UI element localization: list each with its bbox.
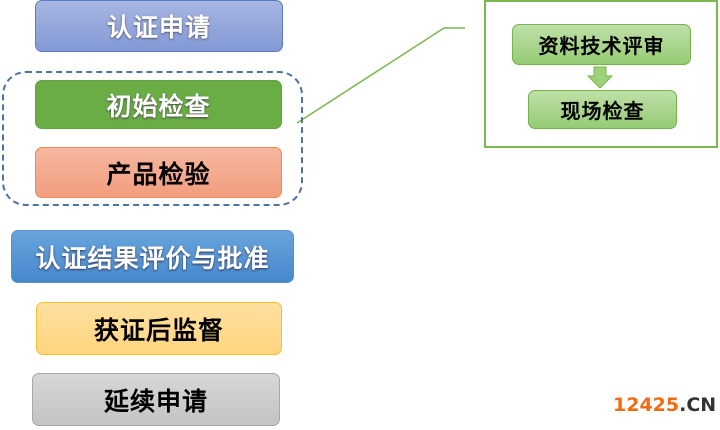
- watermark-suffix: .CN: [679, 394, 717, 416]
- step-evaluation-approval: 认证结果评价与批准: [11, 230, 294, 283]
- watermark-number: 12425: [613, 394, 680, 416]
- down-arrow-icon: [586, 66, 614, 89]
- step-certification-application: 认证申请: [35, 0, 283, 52]
- callout-line: [296, 27, 465, 124]
- step-initial-inspection: 初始检查: [35, 80, 282, 129]
- watermark: 12425.CN: [613, 394, 716, 416]
- on-site-inspection: 现场检查: [528, 90, 677, 129]
- initial-inspection-detail: [484, 0, 718, 148]
- initial-inspection-group: [2, 71, 303, 206]
- document-technical-review: 资料技术评审: [512, 24, 691, 65]
- step-renewal-application: 延续申请: [32, 373, 280, 426]
- step-post-certification-supervision: 获证后监督: [36, 302, 282, 355]
- step-product-testing: 产品检验: [35, 147, 282, 198]
